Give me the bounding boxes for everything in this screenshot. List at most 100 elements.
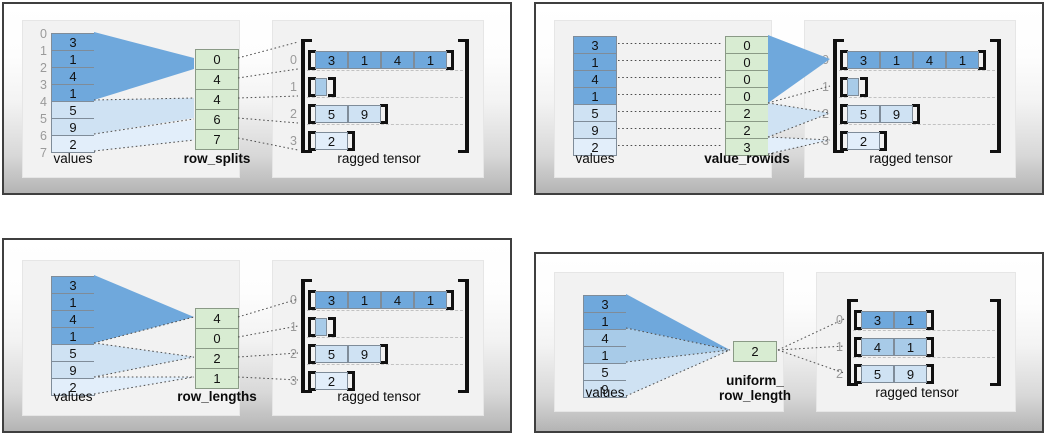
row-bracket-left-bottom <box>854 327 862 330</box>
row-bracket-right-top <box>926 364 934 367</box>
row-bracket-right-stem <box>385 344 388 364</box>
row-bracket-left-stem <box>308 131 311 151</box>
row-bracket-right-bottom <box>380 121 388 124</box>
row-bracket-right-top <box>860 77 868 80</box>
tensor-cell: 4 <box>861 338 894 356</box>
row-bracket-left-stem <box>308 290 311 310</box>
connector-line <box>777 349 845 374</box>
tensor-cell: 2 <box>847 132 880 150</box>
value-index-label: 3 <box>40 78 47 92</box>
tensor-row-label: 2 <box>290 107 297 121</box>
encoding-cell: 3 <box>725 138 769 156</box>
row-bracket-left-bottom <box>308 334 316 337</box>
tensor-row-label: 0 <box>290 53 297 67</box>
connector-line <box>93 376 195 395</box>
row-bracket-left-top <box>308 50 316 53</box>
outer-bracket-left-bottom <box>301 390 312 393</box>
row-bracket-right-stem <box>865 77 868 97</box>
row-separator <box>307 364 463 365</box>
row-bracket-right-stem <box>884 131 887 151</box>
tensor-empty-cell <box>847 78 859 96</box>
fan-triangle <box>626 328 730 362</box>
outer-bracket-right-top <box>990 299 1001 302</box>
row-separator <box>307 310 463 311</box>
row-bracket-right-top <box>347 371 355 374</box>
row-bracket-right-stem <box>451 50 454 70</box>
row-bracket-right-top <box>328 317 336 320</box>
tensor-row-label: 1 <box>290 320 297 334</box>
row-bracket-left-top <box>308 317 316 320</box>
tensor-cell: 2 <box>315 372 348 390</box>
row-separator <box>853 357 995 358</box>
tensor-cell: 2 <box>315 132 348 150</box>
tensor-cell: 4 <box>381 291 414 309</box>
row-bracket-right-bottom <box>347 388 355 391</box>
outer-bracket-right-top <box>458 39 469 42</box>
row-bracket-left-stem <box>840 50 843 70</box>
row-bracket-left-top <box>854 310 862 313</box>
outer-bracket-right-stem <box>997 299 1001 386</box>
row-bracket-left-top <box>854 337 862 340</box>
row-bracket-left-top <box>308 104 316 107</box>
row-bracket-right-bottom <box>926 354 934 357</box>
tensor-row-label: 2 <box>290 347 297 361</box>
connector-line <box>93 342 195 358</box>
row-bracket-left-stem <box>308 77 311 97</box>
encoding-caption: row_lengths <box>177 389 257 404</box>
tensor-caption: ragged tensor <box>869 151 953 166</box>
tensor-row-label: 1 <box>836 340 843 354</box>
value-cell: 2 <box>573 138 617 156</box>
value-cell: 2 <box>51 378 95 396</box>
row-bracket-left-top <box>840 50 848 53</box>
row-bracket-left-bottom <box>308 388 316 391</box>
panel-value_rowids: 31415920000223valuesvalue_rowids03141125… <box>534 2 1044 195</box>
outer-bracket-right-bottom <box>990 150 1001 153</box>
row-bracket-right-bottom <box>926 327 934 330</box>
tensor-row-label: 3 <box>290 374 297 388</box>
row-bracket-right-stem <box>333 317 336 337</box>
fan-triangle <box>626 294 730 350</box>
tensor-empty-cell <box>315 318 327 336</box>
connector-line <box>237 325 299 338</box>
encoding-caption: uniform_ row_length <box>718 373 791 404</box>
value-index-label: 4 <box>40 95 47 109</box>
tensor-row-label: 0 <box>836 313 843 327</box>
row-bracket-right-top <box>347 131 355 134</box>
row-bracket-left-stem <box>854 364 857 384</box>
connector-line <box>237 137 299 151</box>
row-bracket-right-bottom <box>380 361 388 364</box>
tensor-cell: 1 <box>414 291 447 309</box>
row-bracket-right-stem <box>931 364 934 384</box>
row-bracket-right-stem <box>451 290 454 310</box>
outer-bracket-right-bottom <box>458 390 469 393</box>
tensor-caption: ragged tensor <box>337 151 421 166</box>
tensor-cell: 3 <box>861 311 894 329</box>
row-bracket-left-bottom <box>308 67 316 70</box>
row-bracket-right-stem <box>352 131 355 151</box>
row-bracket-left-top <box>854 364 862 367</box>
connector-overlay <box>625 294 845 397</box>
encoding-caption: value_rowids <box>704 151 790 166</box>
connector-line <box>767 112 831 138</box>
row-bracket-right-top <box>926 337 934 340</box>
connector-line <box>237 117 299 124</box>
row-bracket-right-top <box>978 50 986 53</box>
connector-overlay <box>93 32 299 152</box>
tensor-cell: 3 <box>315 291 348 309</box>
connector-overlay <box>93 275 299 395</box>
outer-bracket-left-bottom <box>833 150 844 153</box>
fan-triangle <box>768 35 830 103</box>
tensor-caption: ragged tensor <box>875 385 959 400</box>
connector-overlay <box>618 35 831 155</box>
outer-bracket-left-bottom <box>847 383 858 386</box>
connector-line <box>237 41 299 59</box>
tensor-cell: 1 <box>880 51 913 69</box>
row-bracket-left-bottom <box>840 148 848 151</box>
row-bracket-left-stem <box>854 310 857 330</box>
values-caption: values <box>585 385 625 400</box>
row-separator <box>839 124 995 125</box>
row-bracket-right-stem <box>333 77 336 97</box>
